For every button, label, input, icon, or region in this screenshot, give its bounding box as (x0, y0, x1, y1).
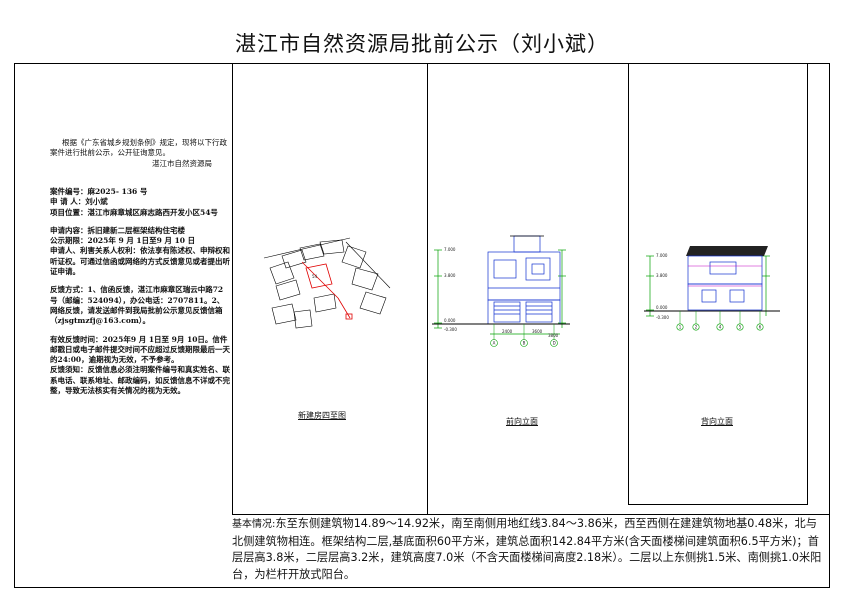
rights-text: 申请人、利害关系人权利：依法享有陈述权、申辩权和听证权。可通过信函或网络的方式反… (50, 246, 230, 277)
front-axis-a: A (493, 341, 496, 346)
back-level-4: -0.300 (656, 315, 669, 320)
notice-intro: 根据《广东省城乡规划条例》规定，现将以下行政案件进行批前公示，公开征询意见。 (50, 138, 227, 158)
feedback-method: 反馈方式：1、信函反馈，湛江市麻章区瑞云中路72号（邮编：524094），办公电… (50, 285, 225, 326)
notice-text: 根据《广东省城乡规划条例》规定，现将以下行政案件进行批前公示，公开征询意见。 湛… (50, 138, 230, 169)
notice-issuer: 湛江市自然资源局 (152, 158, 212, 168)
front-dim-1: 2400 (502, 329, 513, 334)
application-content: 申请内容：拆旧建新二层框架结构住宅楼 (50, 225, 185, 235)
feedback-notes: 反馈须知：反馈信息必须注明案件编号和真实姓名、联系电话、联系地址、邮政编码，如反… (50, 365, 230, 396)
front-axis-d: D (553, 341, 556, 346)
divider-4 (807, 63, 808, 504)
project-location: 项目位置：湛江市麻章城区麻志路西开发小区54号 (50, 207, 218, 217)
front-level-2: 3.800 (444, 273, 456, 278)
notice-fields: 案件编号：麻2025- 136 号 申 请 人：刘小斌 项目位置：湛江市麻章城区… (50, 187, 230, 396)
front-level-1: 7.000 (444, 247, 456, 252)
front-level-4: -0.300 (444, 327, 457, 332)
front-level-3: 0.000 (444, 318, 456, 323)
divider-h1 (628, 504, 808, 505)
divider-3 (628, 63, 629, 504)
front-axis-b: B (523, 341, 526, 346)
back-axis-2: 2 (695, 324, 698, 329)
back-axis-1: 1 (679, 324, 682, 329)
valid-feedback-time: 有效反馈时间：2025年9 月 1日至 9月 10日。信件邮戳日或电子邮件提交时… (50, 334, 230, 365)
back-axis-4: 4 (719, 324, 722, 329)
back-axis-5: 5 (739, 324, 742, 329)
back-elevation-drawing: 1 2 4 5 6 7.000 3.800 0.000 -0.300 (644, 246, 780, 331)
back-elevation-label: 背向立面 (701, 417, 733, 426)
site-plan-label: 新建房四至图 (298, 411, 346, 420)
front-elevation-drawing: A B D 2400 3600 3800 7.000 3.800 0.000 -… (432, 235, 570, 347)
basic-info: 基本情况:东至东侧建筑物14.89～14.92米，南至南侧用地红线3.84～3.… (232, 516, 822, 583)
svg-text:54: 54 (312, 274, 318, 279)
front-dim-2: 3600 (532, 329, 543, 334)
basic-info-text: 东至东侧建筑物14.89～14.92米，南至南侧用地红线3.84～3.86米，西… (232, 517, 822, 581)
back-level-1: 7.000 (656, 253, 668, 258)
divider-1 (232, 63, 233, 514)
back-level-3: 0.000 (656, 305, 668, 310)
publicity-period: 公示期限：2025年 9 月 1日至9 月 10 日 (50, 236, 196, 246)
front-elevation-label: 前向立面 (506, 417, 538, 426)
back-axis-6: 6 (759, 324, 762, 329)
divider-h2 (232, 514, 830, 515)
case-number: 案件编号：麻2025- 136 号 (50, 187, 148, 196)
front-dim-3: 3800 (548, 333, 559, 338)
back-level-2: 3.800 (656, 273, 668, 278)
basic-info-label: 基本情况: (232, 519, 276, 530)
site-plan-drawing: 54 (263, 237, 391, 329)
applicant: 申 请 人：刘小斌 (50, 197, 108, 207)
divider-2 (427, 63, 428, 514)
page-title: 湛江市自然资源局批前公示（刘小斌） (235, 32, 609, 56)
notice-frame (14, 63, 830, 588)
